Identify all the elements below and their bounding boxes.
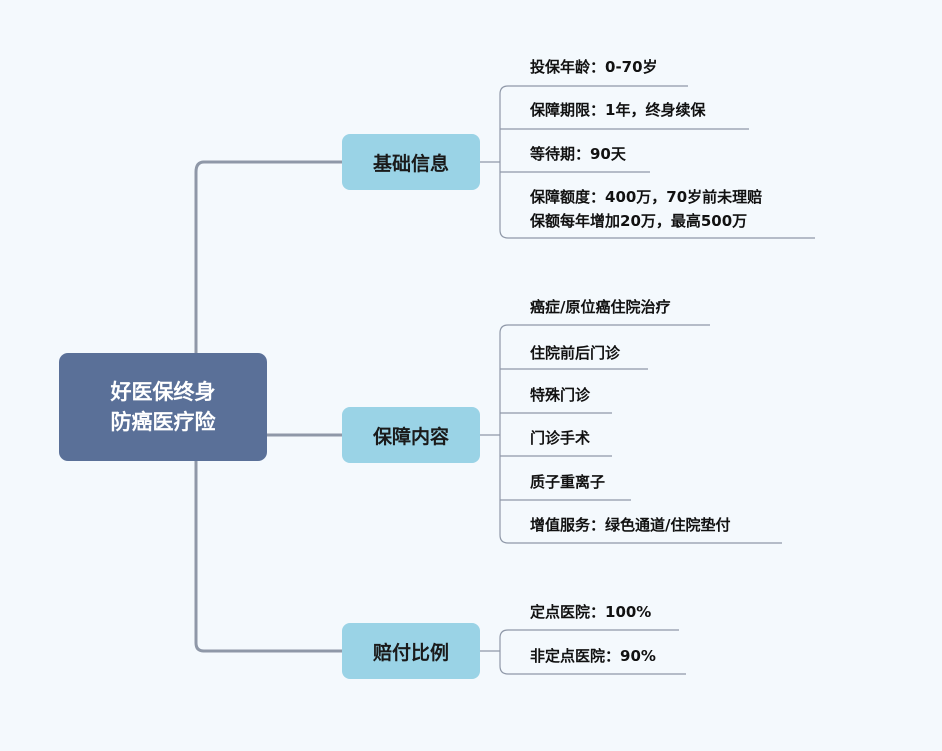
root-title-line-2: 防癌医疗险 (110, 410, 216, 434)
leaf-waiting-period: 等待期：90天 (530, 142, 626, 166)
branch-3-bracket (499, 629, 509, 675)
leaf-pre-post-outpatient: 住院前后门诊 (530, 341, 620, 365)
leaf-text: 投保年龄：0-70岁 (530, 58, 658, 76)
leaf-text: 住院前后门诊 (530, 344, 621, 362)
leaf-term: 保障期限：1年，终身续保 (530, 98, 705, 122)
leaf-value-added-services: 增值服务：绿色通道/住院垫付 (530, 513, 730, 537)
branch-2-bracket (499, 324, 509, 544)
root-title-line-1: 好医保终身 (110, 380, 216, 404)
leaf-designated-hospital: 定点医院：100% (530, 600, 651, 624)
leaf-text: 定点医院：100% (530, 603, 652, 621)
leaf-outpatient-surgery: 门诊手术 (530, 426, 590, 450)
leaf-text: 质子重离子 (530, 473, 606, 491)
leaf-text: 保障期限：1年，终身续保 (530, 101, 706, 119)
leaf-text: 增值服务：绿色通道/住院垫付 (530, 516, 731, 534)
leaf-text: 非定点医院：90% (530, 647, 656, 665)
root-node: 好医保终身 防癌医疗险 (59, 353, 267, 461)
branch-payout-ratio: 赔付比例 (342, 623, 480, 679)
branch-1-bracket (499, 85, 509, 239)
branch-basic-info: 基础信息 (342, 134, 480, 190)
leaf-proton-heavy-ion: 质子重离子 (530, 470, 605, 494)
branch-coverage: 保障内容 (342, 407, 480, 463)
leaf-text: 等待期：90天 (530, 145, 626, 163)
leaf-text: 保障额度：400万，70岁前未理赔 (530, 188, 763, 206)
leaf-text: 癌症/原位癌住院治疗 (530, 298, 671, 316)
leaf-text: 特殊门诊 (530, 386, 591, 404)
leaf-special-outpatient: 特殊门诊 (530, 383, 590, 407)
leaf-age: 投保年龄：0-70岁 (530, 55, 658, 79)
leaf-text: 保额每年增加20万，最高500万 (530, 212, 748, 230)
leaf-text: 门诊手术 (530, 429, 591, 447)
leaf-coverage-amount: 保障额度：400万，70岁前未理赔 保额每年增加20万，最高500万 (530, 185, 762, 233)
leaf-cancer-hospitalization: 癌症/原位癌住院治疗 (530, 295, 670, 319)
leaf-non-designated-hospital: 非定点医院：90% (530, 644, 656, 668)
